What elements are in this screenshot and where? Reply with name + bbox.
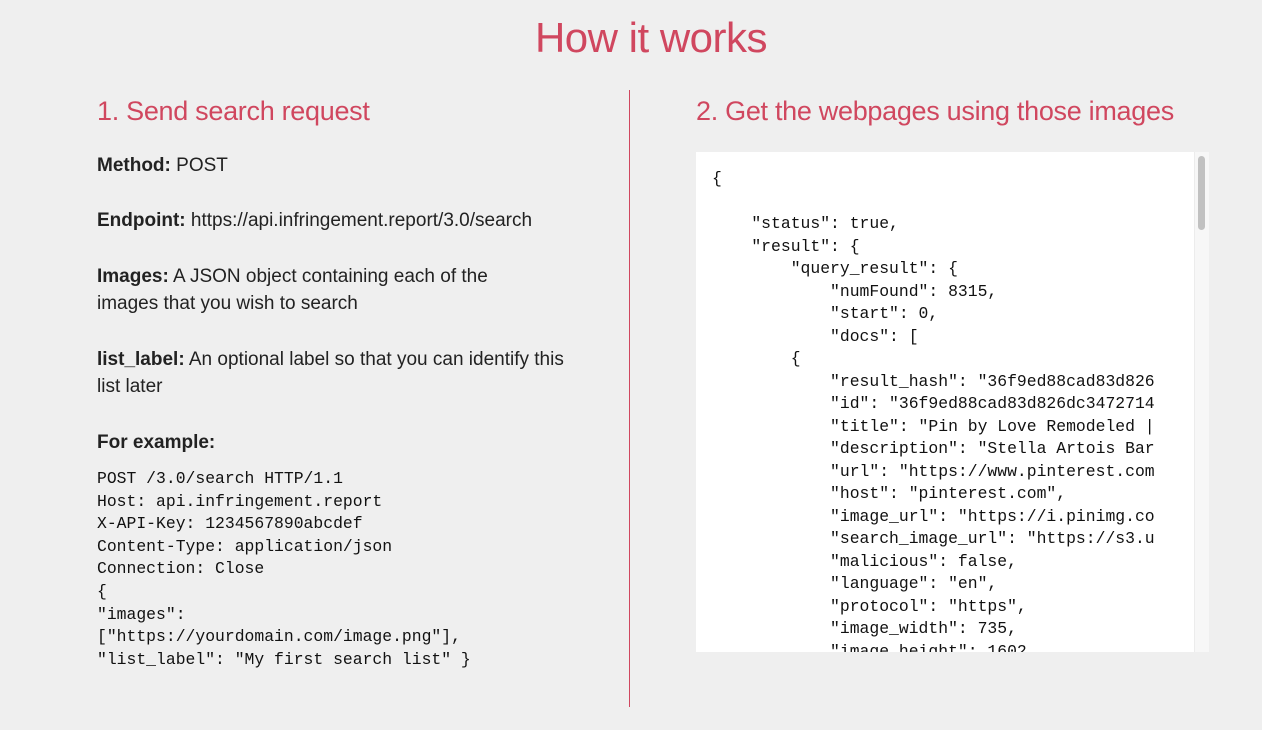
request-code-block: POST /3.0/search HTTP/1.1 Host: api.infr…: [97, 469, 471, 669]
endpoint-label: Endpoint:: [97, 210, 186, 231]
request-column: 1. Send search request Method: POST Endp…: [97, 92, 597, 669]
list-label-param: list_label: An optional label so that yo…: [97, 346, 567, 400]
images-param: Images: A JSON object containing each of…: [97, 263, 527, 317]
method-value: POST: [170, 155, 228, 176]
page-title: How it works: [534, 14, 768, 61]
images-description: A JSON object containing each of the ima…: [97, 266, 488, 314]
response-section-title: 2. Get the webpages using those images: [696, 96, 1174, 126]
endpoint-value: https://api.infringement.report/3.0/sear…: [185, 210, 533, 231]
request-section-title: 1. Send search request: [97, 96, 370, 126]
list-label-label: list_label:: [97, 349, 185, 370]
json-response-panel[interactable]: { "status": true, "result": { "query_res…: [696, 152, 1209, 652]
json-response-code: { "status": true, "result": { "query_res…: [712, 169, 1155, 652]
list-label-description: An optional label so that you can identi…: [97, 349, 564, 397]
example-heading: For example:: [97, 432, 216, 453]
json-scrollbar-thumb[interactable]: [1198, 156, 1205, 230]
endpoint-param: Endpoint: https://api.infringement.repor…: [97, 207, 597, 234]
method-param: Method: POST: [97, 152, 577, 179]
images-label: Images:: [97, 266, 169, 287]
column-divider: [629, 90, 630, 707]
method-label: Method:: [97, 155, 171, 176]
json-scrollbar[interactable]: [1194, 152, 1209, 652]
